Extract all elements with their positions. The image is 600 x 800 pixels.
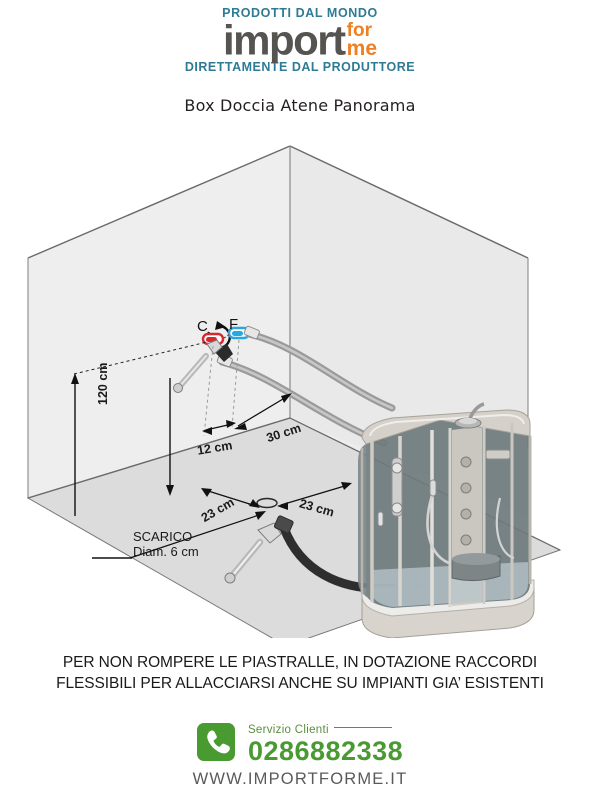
phone-icon bbox=[196, 722, 235, 761]
drain-hole bbox=[256, 497, 278, 509]
installation-diagram bbox=[26, 145, 562, 638]
dim-120-arrow-top bbox=[71, 373, 79, 384]
cabin-door-handle bbox=[377, 511, 384, 527]
notice-line-2: FLESSIBILI PER ALLACCIARSI ANCHE SU IMPI… bbox=[56, 675, 544, 692]
showerhead-arm bbox=[468, 402, 485, 419]
dim-30-arrow-right bbox=[281, 393, 292, 403]
website-url[interactable]: WWW.IMPORTFORME.IT bbox=[192, 770, 408, 788]
phone-number[interactable]: 0286882338 bbox=[247, 736, 404, 766]
product-title: Box Doccia Atene Panorama bbox=[184, 96, 416, 115]
dim-label-120: 120 cm bbox=[96, 362, 110, 405]
logo-word-import: import bbox=[222, 16, 346, 64]
dim-30-arrow-left bbox=[234, 423, 247, 430]
left-wall-face bbox=[28, 146, 290, 498]
hose-fitting-upper bbox=[243, 325, 260, 340]
mixer-knob-top bbox=[391, 462, 403, 474]
valve-connector-dotted bbox=[223, 333, 231, 339]
drain-hose-collar bbox=[273, 515, 294, 534]
hydro-jet-3 bbox=[460, 508, 472, 520]
dim-30-line bbox=[237, 395, 289, 427]
service-label-rule bbox=[333, 727, 392, 729]
dim-120-arrow-bottom bbox=[166, 485, 174, 496]
cabin-roof-highlight bbox=[369, 413, 525, 437]
drain-callout-title: SCARICO bbox=[133, 529, 193, 544]
dim-12-arrow-left bbox=[202, 427, 212, 435]
hydro-jet-1 bbox=[460, 456, 472, 468]
drain-callout-diameter: Diam. 6 cm bbox=[133, 544, 199, 559]
valve-cold-core bbox=[232, 331, 243, 336]
service-label: Servizio Clienti bbox=[247, 724, 329, 736]
logo-word-for: for bbox=[346, 19, 372, 41]
shower-cabin bbox=[358, 402, 535, 638]
cabin-seat-top bbox=[452, 553, 500, 565]
control-panel bbox=[485, 449, 511, 460]
footer-contact: Servizio Clienti 0286882338 bbox=[0, 718, 600, 765]
rain-showerhead-face bbox=[459, 417, 477, 425]
wall-base-left bbox=[27, 417, 291, 499]
wall-edge-right-top bbox=[289, 145, 529, 259]
hose-lower-highlight bbox=[220, 360, 386, 445]
cabin-glass-curved-left bbox=[358, 444, 372, 600]
valve-label-cold: F bbox=[229, 316, 239, 333]
scarico-leader-arrow bbox=[255, 511, 266, 520]
dim-23-right-arrow-b bbox=[341, 482, 352, 490]
dim-23-left-line bbox=[204, 489, 257, 507]
hose-upper-highlight bbox=[247, 332, 394, 410]
installation-notice: PER NON ROMPERE LE PIASTRALLE, IN DOTAZI… bbox=[0, 652, 600, 694]
logo-tagline-bottom: DIRETTAMENTE DAL PRODUTTORE bbox=[184, 60, 416, 74]
hand-shower-head bbox=[429, 479, 437, 497]
scarico-leader-line bbox=[129, 513, 263, 559]
rotation-arrow-head bbox=[215, 321, 226, 330]
wall-edge-left-top bbox=[27, 145, 291, 259]
notice-line-1: PER NON ROMPERE LE PIASTRALLE, IN DOTAZI… bbox=[62, 654, 538, 671]
hydro-jet-4 bbox=[460, 534, 472, 546]
logo-tagline-top: PRODOTTI DAL MONDO bbox=[222, 6, 378, 20]
guide-valve-cold bbox=[231, 339, 240, 429]
wall-wrench-icon bbox=[173, 339, 233, 393]
dim-23-left-arrow-a bbox=[201, 488, 212, 497]
hydro-jet-2 bbox=[460, 482, 472, 494]
drain-callout: SCARICO Diam. 6 cm bbox=[133, 529, 199, 559]
hand-shower-hose bbox=[426, 489, 453, 566]
phone-text-block: Servizio Clienti 0286882338 bbox=[248, 718, 403, 765]
hand-shower-hose-right bbox=[495, 497, 515, 560]
phone-block: Servizio Clienti 0286882338 bbox=[196, 718, 403, 765]
valve-label-hot: C bbox=[197, 318, 208, 335]
dim-23-left-arrow-b bbox=[249, 499, 260, 508]
dim-12-arrow-right bbox=[226, 420, 236, 428]
logo-word-me: me bbox=[346, 36, 377, 60]
service-label-row: Servizio Clienti bbox=[248, 724, 392, 736]
mixer-knob-bottom bbox=[391, 502, 403, 514]
dim-23-right-arrow-a bbox=[277, 502, 288, 510]
cabin-roof bbox=[361, 409, 531, 445]
dim-120-leader bbox=[73, 341, 208, 375]
dim-23-right-line bbox=[280, 484, 349, 506]
